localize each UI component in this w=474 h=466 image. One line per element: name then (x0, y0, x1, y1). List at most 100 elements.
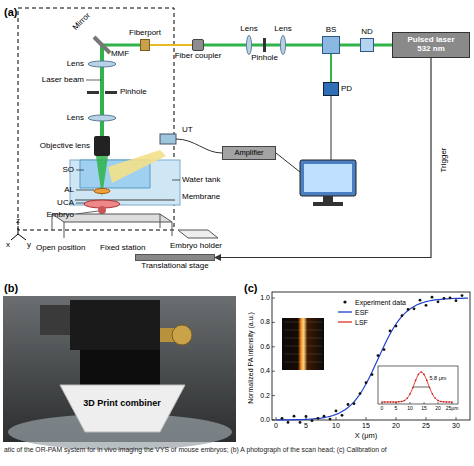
lsf-point (390, 401, 392, 403)
trigger-line (215, 58, 431, 258)
label-text: 0.0 (260, 416, 270, 424)
heatmap-inset (282, 318, 324, 370)
legend-entry: ESF (338, 307, 369, 317)
data-point (329, 418, 332, 421)
objective-lens (94, 136, 110, 156)
label-text: 10 (332, 422, 340, 430)
leader-line (86, 80, 101, 81)
lsf-point (434, 397, 436, 399)
lsf-point (432, 393, 434, 395)
component-label: Fiberport (129, 29, 161, 38)
lsf-point (401, 401, 403, 403)
data-point (377, 354, 380, 357)
data-point (305, 415, 308, 418)
inset-tick (396, 402, 397, 404)
laser-beam (102, 44, 140, 47)
lsf-point (448, 401, 450, 403)
heatmap-row (284, 322, 322, 323)
component-label: Lens (274, 25, 291, 34)
label-text: 10 (407, 406, 413, 412)
label-text: Membrane (182, 193, 220, 202)
label-text: 0.6 (260, 343, 270, 351)
embryo-holder (178, 230, 218, 238)
laser-beam (374, 44, 392, 47)
laser-beam (286, 44, 322, 47)
label-text: Embryo (46, 211, 74, 220)
monitor-stand (323, 196, 333, 202)
data-point (293, 415, 296, 418)
label-text: X (μm) (355, 432, 378, 440)
y-tick (272, 420, 275, 421)
lsf-point (423, 374, 425, 376)
label-text: 20 (435, 406, 441, 412)
heatmap-row (284, 330, 322, 331)
lsf-point (392, 401, 394, 403)
pinhole-symbol (105, 91, 117, 94)
data-point (383, 348, 386, 351)
label-text: 25μm (446, 406, 459, 412)
data-point (281, 417, 284, 420)
label-text: 25 (422, 422, 430, 430)
y-tick (272, 346, 275, 347)
data-point (437, 300, 440, 303)
computer-monitor (300, 160, 356, 196)
lens-component: Lens (280, 35, 286, 55)
label-text: 0 (274, 422, 278, 430)
laser-component: Pulsed laser532 nm (392, 32, 470, 58)
acoustic-lens (94, 189, 110, 194)
station-leg (64, 222, 65, 238)
inset-tick (424, 402, 425, 404)
label-text: 3D Print combiner (83, 399, 161, 409)
data-point (413, 307, 416, 310)
mirror-symbol (94, 37, 110, 53)
label-text: x (6, 241, 10, 250)
lsf-point (404, 400, 406, 402)
y-tick (272, 371, 275, 372)
port-component: Fiberport (140, 39, 150, 51)
laser-beam (204, 44, 246, 47)
label-text: SO (62, 166, 74, 175)
lsf-point (398, 401, 400, 403)
ultrasound-transducer (160, 134, 176, 144)
edge-label: Trigger (439, 147, 448, 172)
label-text: 5 (395, 406, 398, 412)
component-label: Pulsed laser (407, 36, 454, 45)
legend-text: LSF (355, 319, 368, 326)
data-point (299, 421, 302, 424)
lsf-point (446, 401, 448, 403)
lsf-point (418, 374, 420, 376)
data-point (341, 414, 344, 417)
legend-text: ESF (355, 309, 369, 316)
bar-component: Translational stage (135, 254, 215, 261)
monitor-base (313, 202, 343, 206)
label-text: Open position (36, 244, 85, 253)
station-leg (172, 222, 173, 236)
signal-wire (331, 96, 332, 160)
label-text: Water tank (182, 176, 220, 185)
leader-line (76, 170, 84, 171)
bs-component: BS (322, 36, 340, 54)
x-tick (426, 417, 427, 420)
component-label: ND (361, 28, 373, 37)
laser-beam (340, 44, 360, 47)
lsf-point (409, 393, 411, 395)
brass-knob (172, 325, 192, 345)
lsf-point (415, 380, 417, 382)
data-point (317, 417, 320, 420)
nd-component: ND (360, 38, 374, 52)
axis-x (11, 234, 18, 240)
coupler-component: Fiber coupler (192, 39, 204, 51)
legend-sample (338, 318, 352, 326)
x-tick (456, 417, 457, 420)
component-label: Amplifier (234, 149, 263, 157)
station-leg (160, 214, 161, 228)
y-tick (272, 395, 275, 396)
heatmap-row (284, 362, 322, 363)
3d-print-combiner (60, 385, 185, 432)
data-point (311, 419, 314, 422)
plot-frame (272, 292, 470, 420)
label-text: (c) (244, 282, 257, 294)
label-text: 0.8 (260, 319, 270, 327)
